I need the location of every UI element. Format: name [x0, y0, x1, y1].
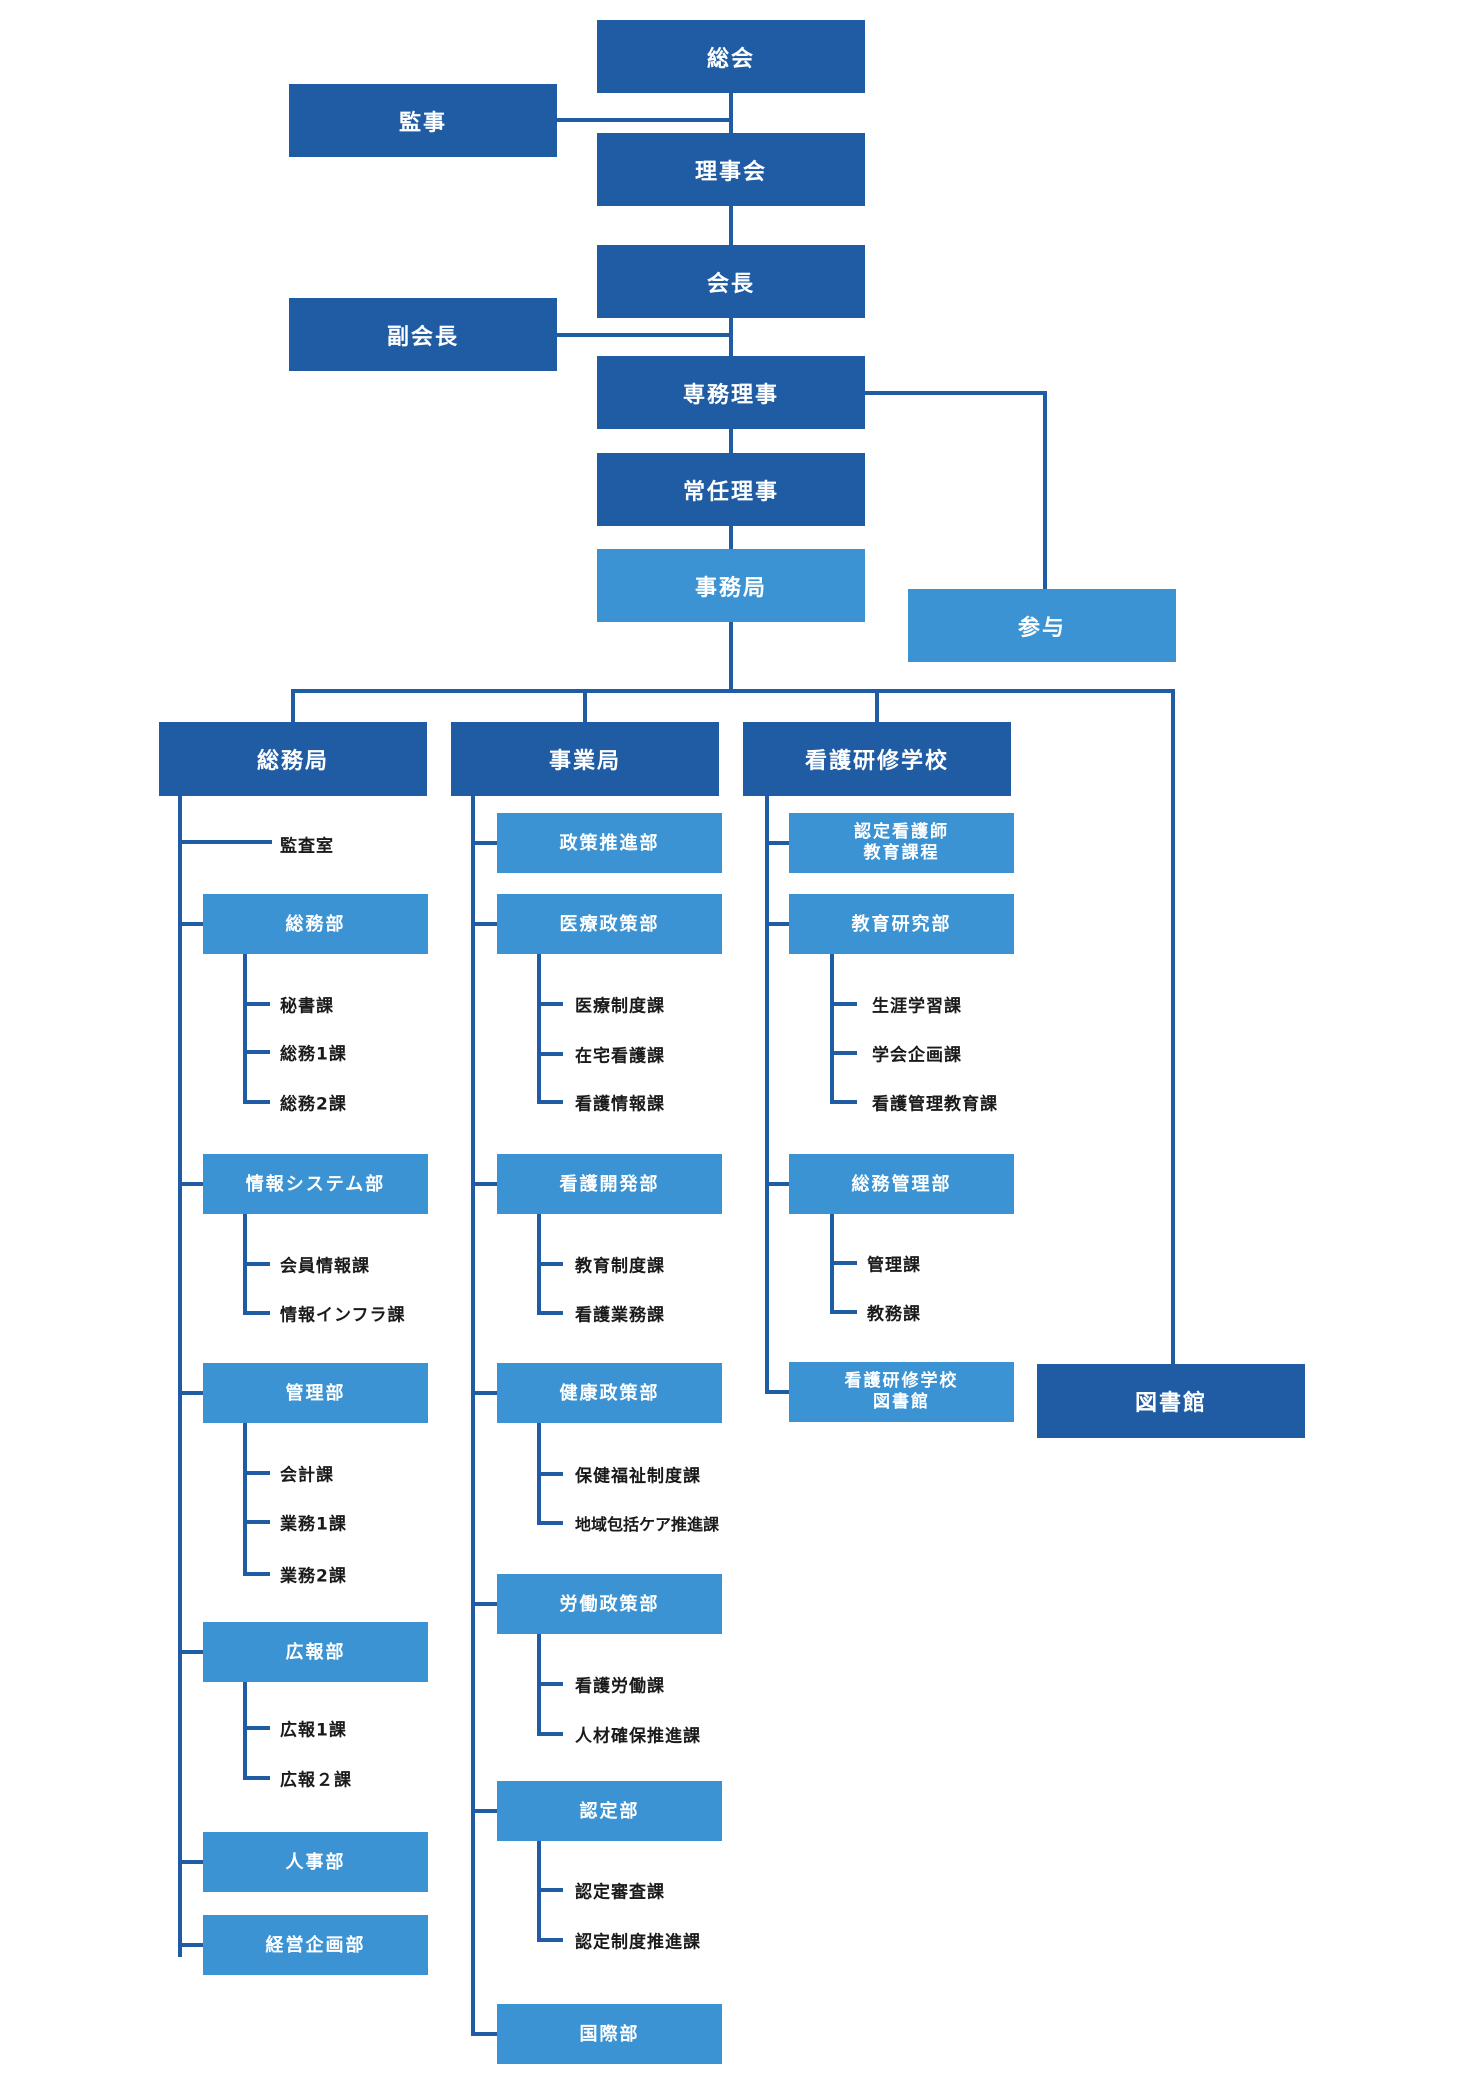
- box-senmu-riji: 専務理事: [597, 356, 865, 429]
- label-ka: 認定制度推進課: [575, 1932, 701, 1953]
- label-ka: 生涯学習課: [872, 996, 962, 1017]
- box-seisaku-suishin-bu: 政策推進部: [497, 813, 722, 873]
- label-ka: 業務1課: [280, 1514, 347, 1535]
- box-kaicho: 会長: [597, 245, 865, 318]
- box-somu-kanri-bu: 総務管理部: [789, 1154, 1014, 1214]
- box-kyoiku-kenkyu-bu: 教育研究部: [789, 894, 1014, 954]
- label-ka: 業務2課: [280, 1566, 347, 1587]
- box-fukukaicho: 副会長: [289, 298, 557, 371]
- label-ka: 管理課: [867, 1255, 921, 1276]
- box-jinjibu: 人事部: [203, 1832, 428, 1892]
- box-kango-kenshu-gakko-toshokan: 看護研修学校 図書館: [789, 1362, 1014, 1422]
- box-kenko-seisaku-bu: 健康政策部: [497, 1363, 722, 1423]
- label-ka: 地域包括ケア推進課: [575, 1515, 720, 1534]
- label-ka: 情報インフラ課: [280, 1305, 406, 1326]
- box-jimukyoku: 事務局: [597, 549, 865, 622]
- box-kohobu: 広報部: [203, 1622, 428, 1682]
- connector: [864, 391, 1047, 591]
- label-ka: 秘書課: [280, 996, 334, 1017]
- label-ka: 保健福祉制度課: [575, 1466, 701, 1487]
- box-toshokan: 図書館: [1037, 1364, 1305, 1438]
- label-ka: 学会企画課: [872, 1045, 962, 1066]
- box-kokusai-bu: 国際部: [497, 2004, 722, 2064]
- label-ka: 広報２課: [280, 1770, 352, 1791]
- label-ka: 会員情報課: [280, 1256, 370, 1277]
- box-kango-kenshu-gakko: 看護研修学校: [743, 722, 1011, 796]
- box-nintei-bu: 認定部: [497, 1781, 722, 1841]
- label-ka: 総務2課: [280, 1094, 347, 1115]
- label-kansashitsu: 監査室: [280, 836, 334, 857]
- label-ka: 看護労働課: [575, 1676, 665, 1697]
- label-ka: 認定審査課: [575, 1882, 665, 1903]
- box-sanyo: 参与: [908, 589, 1176, 662]
- box-soukai: 総会: [597, 20, 865, 93]
- label-ka: 看護情報課: [575, 1094, 665, 1115]
- label-ka: 人材確保推進課: [575, 1726, 701, 1747]
- box-rijikai: 理事会: [597, 133, 865, 206]
- label-ka: 教育制度課: [575, 1256, 665, 1277]
- box-rodo-seisaku-bu: 労働政策部: [497, 1574, 722, 1634]
- box-jonin-riji: 常任理事: [597, 453, 865, 526]
- box-keiei-kikaku-bu: 経営企画部: [203, 1915, 428, 1975]
- label-ka: 看護管理教育課: [872, 1094, 998, 1115]
- box-somukyoku: 総務局: [159, 722, 427, 796]
- label-ka: 教務課: [867, 1304, 921, 1325]
- box-joho-system-bu: 情報システム部: [203, 1154, 428, 1214]
- label-ka: 広報1課: [280, 1720, 347, 1741]
- label-ka: 会計課: [280, 1465, 334, 1486]
- box-kanribu: 管理部: [203, 1363, 428, 1423]
- box-iryo-seisaku-bu: 医療政策部: [497, 894, 722, 954]
- box-jigyokyoku: 事業局: [451, 722, 719, 796]
- box-somubu: 総務部: [203, 894, 428, 954]
- box-nintei-kangoshi-kyoiku-katei: 認定看護師 教育課程: [789, 813, 1014, 873]
- label-ka: 在宅看護課: [575, 1046, 665, 1067]
- box-kango-kaihatsu-bu: 看護開発部: [497, 1154, 722, 1214]
- label-ka: 総務1課: [280, 1044, 347, 1065]
- label-ka: 看護業務課: [575, 1305, 665, 1326]
- box-kanji: 監事: [289, 84, 557, 157]
- label-ka: 医療制度課: [575, 996, 665, 1017]
